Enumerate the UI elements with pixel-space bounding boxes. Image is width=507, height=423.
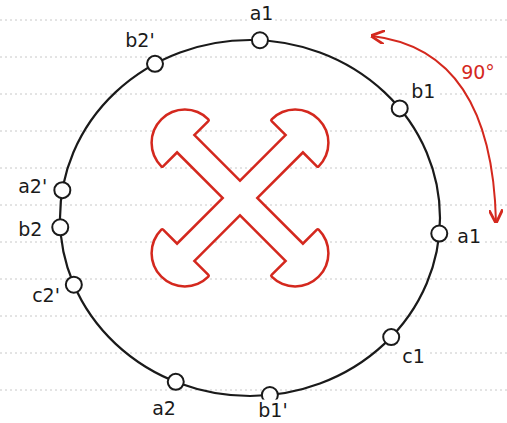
- slot-label: c1: [400, 345, 427, 366]
- slot-label: a1: [248, 3, 276, 24]
- slot-circle: [383, 329, 399, 345]
- slot-circle: [392, 100, 408, 116]
- ruled-line: [0, 390, 507, 391]
- slot-label: a2': [16, 175, 49, 196]
- rotor: [140, 98, 341, 299]
- stator-slots: [52, 32, 447, 403]
- slot-label: b2: [16, 218, 44, 239]
- rotor-fill: [140, 175, 263, 298]
- ruled-line: [0, 131, 507, 132]
- ruled-line: [0, 242, 507, 243]
- ruled-line: [0, 316, 507, 317]
- slot-circle: [252, 32, 268, 48]
- slot-label: b1: [409, 81, 437, 102]
- slot-label: a1: [455, 226, 483, 247]
- slot-label: c2': [30, 285, 62, 306]
- slot-circle: [54, 182, 70, 198]
- slot-circle: [147, 56, 163, 72]
- slot-circle: [431, 226, 447, 242]
- slot-circle: [52, 219, 68, 235]
- ruled-line: [0, 353, 507, 354]
- notebook-lines: [0, 20, 507, 423]
- stator-outline: [60, 40, 440, 396]
- slot-label: b2': [123, 29, 156, 50]
- slot-circle: [168, 374, 184, 390]
- slot-label: b1': [256, 399, 289, 420]
- rotation-arrow: [372, 36, 496, 222]
- angle-label: 90°: [459, 62, 497, 83]
- slot-circle: [66, 277, 82, 293]
- slot-label: a2: [150, 397, 178, 418]
